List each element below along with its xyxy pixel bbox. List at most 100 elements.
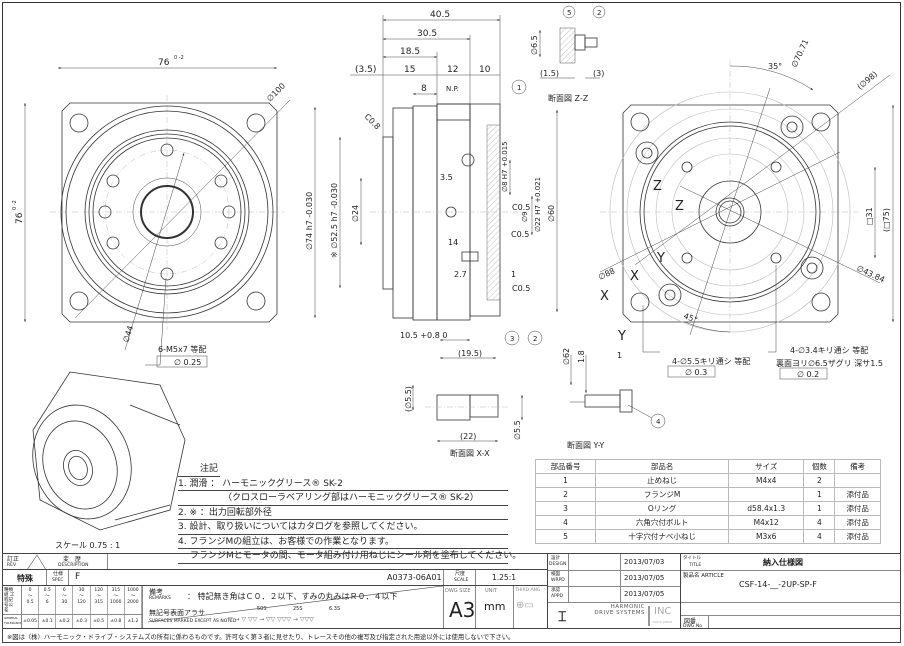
dim-dia-62: ∅62 bbox=[562, 348, 571, 365]
cell: 添付品 bbox=[834, 487, 881, 502]
cell: フランジM bbox=[595, 487, 730, 502]
unit-value: mm bbox=[484, 600, 506, 613]
dim-1-5: (1.5) bbox=[540, 69, 559, 78]
tolerance-column: 0.5 〜 6±0.1 bbox=[39, 586, 57, 628]
dim-1-yy: 1 bbox=[617, 351, 622, 360]
dim-22: (22) bbox=[460, 432, 476, 441]
dim-3: (3) bbox=[593, 69, 604, 78]
section-y-y-title: 断面図 Y-Y bbox=[567, 440, 604, 450]
article-label: 製品名 ARTICLE bbox=[683, 573, 724, 579]
cell: Oリング bbox=[595, 501, 730, 516]
rev-en: REV bbox=[7, 563, 17, 568]
dim-dia-24: ∅24 bbox=[351, 205, 360, 222]
cell: 1 bbox=[534, 473, 597, 488]
cell: 止めねじ bbox=[595, 473, 730, 488]
special-label: 特殊 bbox=[17, 574, 33, 583]
balloon-1: 1 bbox=[517, 84, 521, 92]
cell: 添付品 bbox=[834, 515, 881, 530]
col-header: サイズ bbox=[728, 459, 805, 474]
dim-dia-22-h7: ∅22 H7 +0.021 bbox=[534, 177, 542, 232]
dim-dia-74: ∅74 h7 -0.030 bbox=[305, 192, 314, 250]
tolerance-remarks-row: 種類組 工程記 号公差 GENERAL TOLERANCE 0 〜 0.5±0.… bbox=[2, 585, 548, 629]
section-mark-z1: Z bbox=[653, 179, 662, 194]
note-line: 1. 潤滑 ： ハーモニックグリース® SK-2 bbox=[178, 477, 508, 491]
dim-dia-6-5: ∅6.5 bbox=[530, 35, 539, 55]
dwg-no-en: DWG No bbox=[683, 624, 702, 629]
title-en: TITLE bbox=[689, 563, 702, 568]
section-mark-x2: X bbox=[600, 289, 609, 304]
check-date: 2013/07/05 bbox=[624, 574, 665, 582]
remarks-label: 備考 bbox=[149, 588, 163, 596]
balloon-2-zz: 2 bbox=[597, 9, 601, 17]
drawing-title: 納入仕様図 bbox=[763, 558, 803, 567]
cell: d58.4x1.3 bbox=[728, 501, 805, 516]
balloon-5: 5 bbox=[567, 9, 571, 17]
company-inc: INC bbox=[654, 606, 672, 617]
tolerance-label: 種類組 工程記 号公差 bbox=[4, 588, 15, 613]
dim-dia-70-71: ∅70.71 bbox=[790, 38, 811, 69]
surface-25s: 25S bbox=[293, 606, 303, 612]
hole-callout-5-5: 4-∅5.5キリ通シ 等配 bbox=[672, 356, 750, 366]
tolerance-column: 6 〜 30±0.2 bbox=[56, 586, 74, 628]
remarks-en: REMARKS bbox=[149, 596, 171, 601]
dim-14: 14 bbox=[448, 238, 458, 247]
third-angle-projection-icon: ⊕▭ bbox=[516, 600, 534, 611]
dim-dia-88: ∅88 bbox=[597, 266, 616, 281]
angle-35: 35° bbox=[768, 62, 782, 71]
tolerance-value: ±0.2 bbox=[58, 619, 70, 624]
section-mark-y1: Y bbox=[656, 251, 665, 266]
tolerance-value: ±0.1 bbox=[41, 619, 53, 624]
dim-dia-43-84: ∅43.84 bbox=[855, 264, 886, 285]
col-header: 備考 bbox=[834, 459, 881, 474]
desc-label: 変 歴 bbox=[63, 556, 82, 563]
angle-45: 45° bbox=[682, 311, 698, 324]
balloon-4: 4 bbox=[656, 418, 661, 426]
chamfer-c08: C0.8 bbox=[363, 112, 382, 131]
col-header: 部品番号 bbox=[534, 459, 597, 474]
tolerance-column: 1000 〜 2000±1.2 bbox=[125, 586, 142, 628]
tolerance-range: 120 〜 315 bbox=[94, 588, 103, 605]
title-label: タイトル bbox=[683, 556, 701, 561]
remarks-text: ： 特記無き角はＣ０．２以下、すみの丸みはＲ０．４以下 bbox=[187, 592, 398, 601]
scale-en: SCALE bbox=[454, 578, 469, 583]
copyright-notice: ※図は（株）ハーモニック・ドライブ・システムズの所有に係わるものです。許可なく第… bbox=[7, 634, 515, 641]
dwg-size: A3 bbox=[449, 598, 476, 622]
balloon-3: 3 bbox=[510, 335, 514, 343]
desc-en: DESCRIPTION bbox=[58, 563, 89, 568]
cell: 1 bbox=[803, 501, 836, 516]
dim-40-5: 40.5 bbox=[430, 10, 450, 20]
dim-1: 1 bbox=[511, 270, 516, 279]
scale-value: 1.25:1 bbox=[492, 573, 516, 582]
dim-dia-52-5: ※ ∅52.5 h7 -0.030 bbox=[330, 183, 339, 258]
dim-width-tol: 0 -2 bbox=[174, 55, 184, 61]
side-view: 40.5 30.5 18.5 (3.5) 15 12 10 8 N.P. C0.… bbox=[305, 10, 558, 359]
dim-30-5: 30.5 bbox=[417, 29, 437, 39]
note-line: 4. フランジMの組立は、お客様での作業となります。 bbox=[178, 535, 508, 549]
cell: 2 bbox=[803, 473, 836, 488]
dim-sq-75: (□75) bbox=[882, 208, 891, 232]
section-mark-x1: X bbox=[630, 269, 639, 284]
company-name: HARMONIC DRIVE SYSTEMS bbox=[594, 604, 645, 616]
note-line: （クロスローラベアリング部はハーモニックグリース® SK-2） bbox=[178, 491, 508, 506]
check-label: 検図 bbox=[551, 572, 560, 577]
approve-date: 2013/07/05 bbox=[624, 590, 665, 598]
surface-6-3s: 6.3S bbox=[329, 606, 341, 612]
col-header: 部品名 bbox=[595, 459, 730, 474]
spec-label: 仕様 bbox=[53, 571, 64, 577]
surface-50s: 50S bbox=[257, 606, 267, 612]
section-z-z-title: 断面図 Z-Z bbox=[548, 93, 589, 103]
notes-title: 注記 bbox=[178, 462, 220, 477]
cell: 4 bbox=[803, 529, 836, 544]
cell: M4x4 bbox=[728, 473, 805, 488]
scale-label: 尺度 bbox=[455, 571, 466, 577]
dim-10: 10 bbox=[479, 65, 491, 75]
section-mark-y2: Y bbox=[617, 329, 626, 344]
surface-label: 無記号表面アラサ bbox=[149, 609, 205, 617]
np-label: N.P. bbox=[446, 85, 459, 93]
chamfer-c05-c: C0.5 bbox=[512, 284, 530, 293]
